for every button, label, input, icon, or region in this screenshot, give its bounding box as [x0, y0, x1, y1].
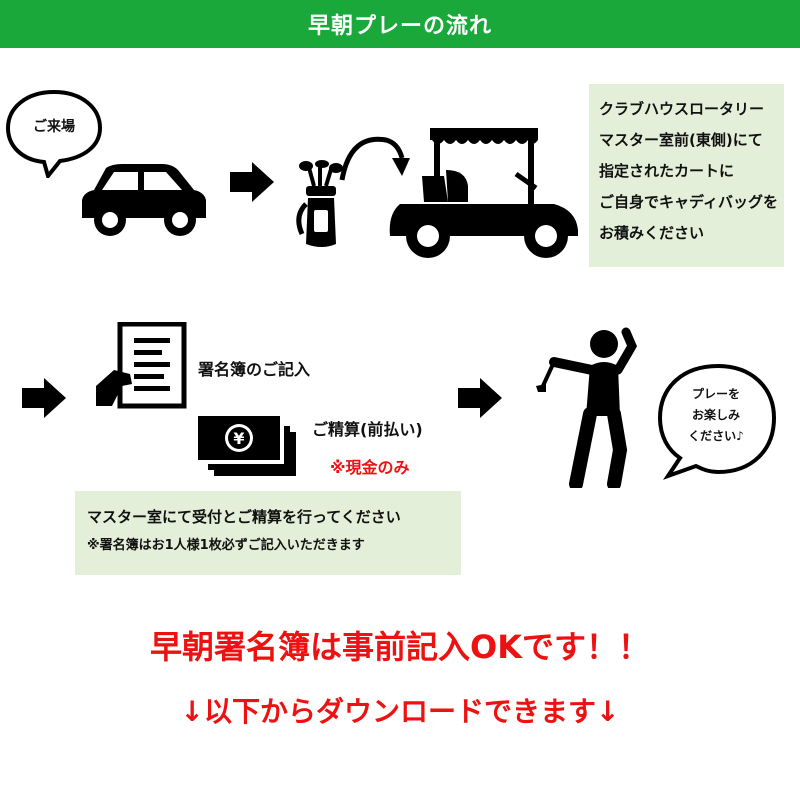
register-label: 署名簿のご記入 [198, 360, 311, 379]
speech-bubble-icon [657, 363, 777, 480]
arrival-bubble-text: ご来場 [33, 119, 75, 135]
cash-icon: ¥ [198, 416, 296, 476]
arrival-speech-bubble-icon [5, 89, 103, 178]
play-bubble-line: プレーを [691, 387, 740, 401]
play-bubble-line: お楽しみ [691, 408, 740, 422]
right-arrow-icon [22, 378, 66, 418]
right-arrow-icon [458, 378, 502, 418]
golf-cart-icon [389, 128, 578, 258]
advance-entry-notice: 早朝署名簿は事前記入OKです！！ [149, 628, 650, 666]
cart-info-line: 指定されたカートに [599, 162, 735, 180]
reception-info-line1: マスター室にて受付とご精算を行ってください [87, 508, 401, 526]
page-title-text: 早朝プレーの流れ [307, 14, 492, 39]
page-title: 早朝プレーの流れ [0, 0, 800, 48]
play-bubble-text: プレーを お楽しみ ください♪ [666, 384, 766, 447]
cart-info-line: クラブハウスロータリー [599, 100, 765, 118]
car-icon [82, 164, 206, 236]
right-arrow-icon [230, 162, 274, 202]
cart-info-line: マスター室前(東側)にて [599, 131, 763, 149]
cart-info-line: お積みください [599, 224, 705, 242]
cart-info-line: ご自身でキャディバッグを [599, 193, 778, 211]
golfer-icon [536, 327, 638, 488]
cash-only-note: ※現金のみ [330, 458, 410, 477]
payment-label: ご精算(前払い) [312, 420, 423, 439]
play-bubble-line: ください♪ [688, 429, 744, 443]
download-notice: ↓以下からダウンロードできます↓ [180, 695, 620, 728]
yen-symbol: ¥ [233, 429, 244, 448]
document-hand-icon [96, 322, 187, 409]
cart-loading-info-box: クラブハウスロータリー マスター室前(東側)にて 指定されたカートに ご自身でキ… [589, 84, 784, 267]
reception-info-box: マスター室にて受付とご精算を行ってください ※署名簿はお1人様1枚必ずご記入いた… [75, 491, 461, 575]
golf-bag-icon [296, 160, 343, 247]
curved-arrow-icon [339, 136, 410, 181]
reception-info-line2: ※署名簿はお1人様1枚必ずご記入いただきます [87, 538, 365, 553]
